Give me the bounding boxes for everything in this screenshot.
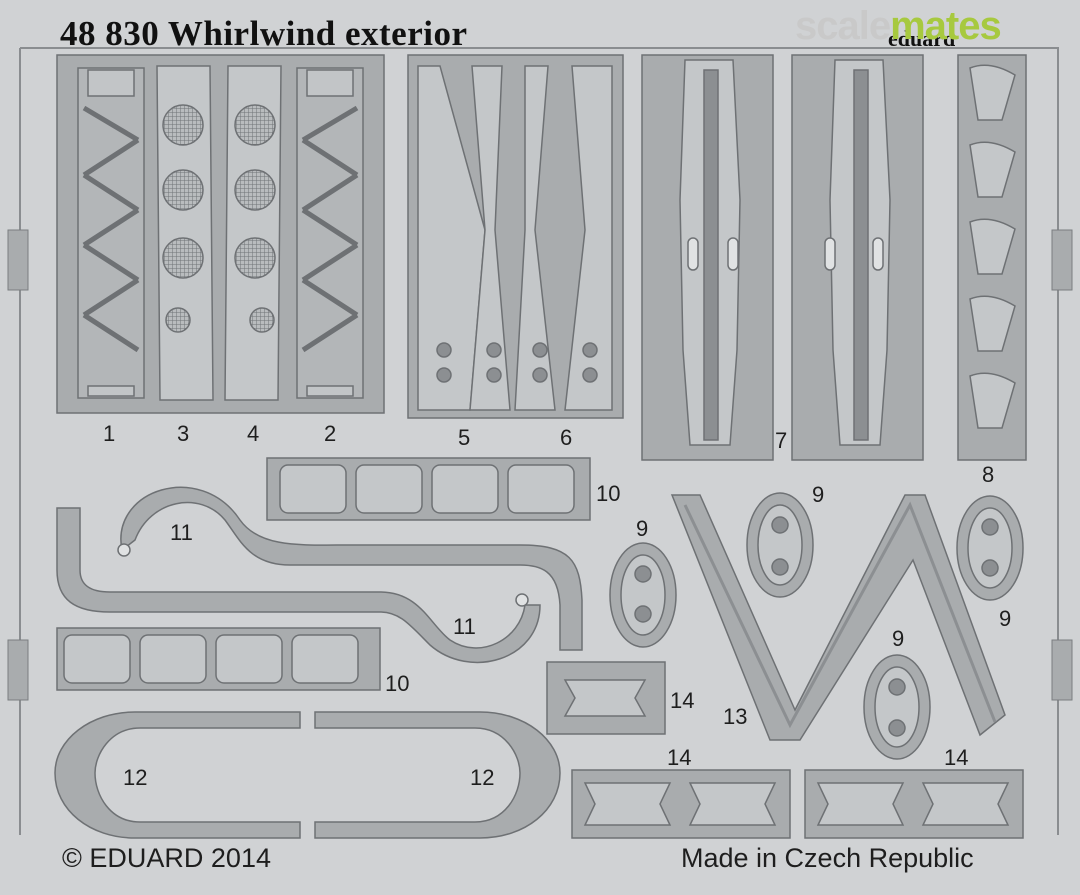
part-9-bottom <box>863 654 931 760</box>
part-number-14-left: 14 <box>667 745 692 770</box>
part-number-8: 8 <box>982 462 995 487</box>
part-number-9-bottom: 9 <box>892 626 905 651</box>
part-9-top-center <box>746 492 814 598</box>
part-number-12-left: 12 <box>123 765 148 790</box>
part-number-2: 2 <box>324 421 337 446</box>
part-9-right <box>956 495 1024 601</box>
part-number-14-right: 14 <box>944 745 969 770</box>
part-number-6: 6 <box>560 425 573 450</box>
part-number-7: 7 <box>775 428 788 453</box>
part-number-4: 4 <box>247 421 260 446</box>
part-14-pair-left <box>571 769 791 839</box>
part-number-12-right: 12 <box>470 765 495 790</box>
part-number-11-lower: 11 <box>453 614 476 639</box>
part-number-3: 3 <box>177 421 190 446</box>
part-group-7 <box>641 54 924 461</box>
watermark-logo: scalemates <box>795 4 1002 49</box>
part-number-10-top: 10 <box>596 481 621 506</box>
part-group-1-4 <box>56 54 385 414</box>
watermark-part-1: scale <box>795 4 891 48</box>
part-group-10-bottom <box>56 627 381 691</box>
part-number-5: 5 <box>458 425 471 450</box>
origin-text: Made in Czech Republic <box>681 843 974 873</box>
part-number-9-right: 9 <box>999 606 1012 631</box>
part-number-9-left: 9 <box>636 516 649 541</box>
part-11-upper <box>120 486 583 651</box>
watermark-part-2: mates <box>890 4 1002 48</box>
part-12 <box>54 711 561 839</box>
part-9-left <box>609 542 677 648</box>
part-number-14-single: 14 <box>670 688 695 713</box>
brand-partial-text: eduard <box>888 26 956 51</box>
part-11-lower <box>56 507 541 664</box>
part-group-5-6 <box>407 54 624 419</box>
part-number-13: 13 <box>723 704 748 729</box>
part-13 <box>670 494 1006 741</box>
part-14-pair-right <box>804 769 1024 839</box>
part-number-11-upper: 11 <box>170 520 193 545</box>
part-group-8 <box>957 54 1027 461</box>
part-number-9-top: 9 <box>812 482 825 507</box>
part-group-10-top <box>266 457 591 521</box>
part-14-single <box>546 661 666 735</box>
part-number-1: 1 <box>103 421 116 446</box>
copyright-text: © EDUARD 2014 <box>62 843 271 873</box>
part-number-10-bottom: 10 <box>385 671 410 696</box>
fret-title: 48 830 Whirlwind exterior <box>60 14 468 53</box>
